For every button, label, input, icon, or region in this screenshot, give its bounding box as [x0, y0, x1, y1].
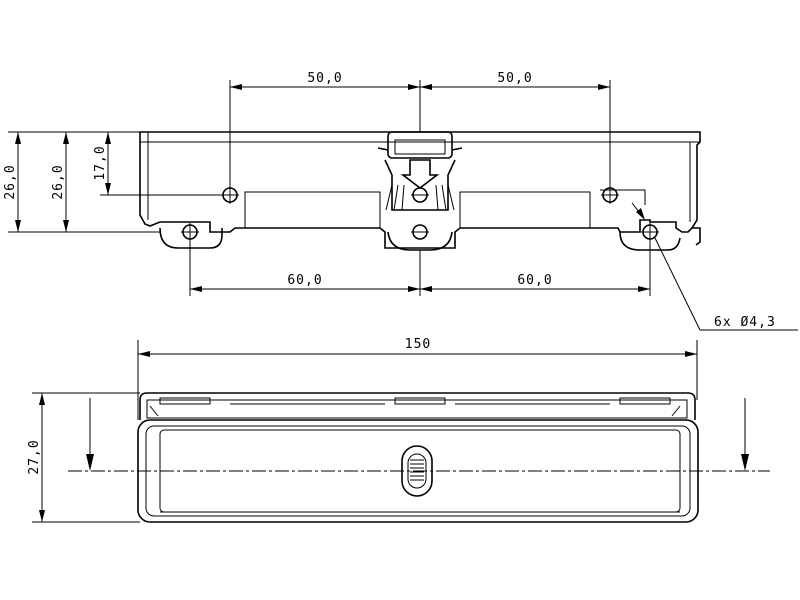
right-pocket [459, 191, 591, 228]
dim-hole-height: 17,0 [93, 145, 108, 180]
dim-overall-width: 150 [405, 337, 431, 352]
mounting-holes-upper [221, 186, 619, 204]
front-view: 150 27,0 [27, 337, 770, 523]
flange-tab-left [159, 397, 211, 405]
hole-leader [654, 237, 701, 331]
flange-tab-center [394, 397, 446, 405]
left-foot [159, 227, 223, 249]
latch-grip-lines [385, 184, 455, 211]
flange-tab-right [619, 397, 671, 405]
lock-ribs [410, 459, 424, 481]
latch-window [394, 139, 446, 155]
hole-callout: 6x Ø4,3 [714, 315, 776, 330]
left-pocket [244, 191, 381, 228]
dim-bottom-left: 60,0 [287, 273, 322, 288]
dim-bottom-right: 60,0 [517, 273, 552, 288]
dim-top-left: 50,0 [307, 71, 342, 86]
dim-top-right: 50,0 [497, 71, 532, 86]
latch-wings [377, 147, 463, 151]
flange-inner [146, 399, 688, 419]
back-flange [139, 392, 696, 420]
right-foot [619, 231, 681, 251]
latch-arrow-icon [400, 159, 440, 190]
side-elevation-view: 50,0 50,0 60,0 60,0 26,0 26,0 17,0 6x Ø4… [3, 71, 798, 331]
right-clip [692, 227, 701, 246]
mounting-holes-lower [181, 223, 659, 241]
dim-front-height: 27,0 [27, 439, 42, 474]
right-step [600, 189, 646, 205]
extension-lines-top [8, 80, 651, 296]
dim-inner-height: 26,0 [51, 164, 66, 199]
dim-outer-height: 26,0 [3, 164, 18, 199]
latch-body [384, 159, 456, 211]
